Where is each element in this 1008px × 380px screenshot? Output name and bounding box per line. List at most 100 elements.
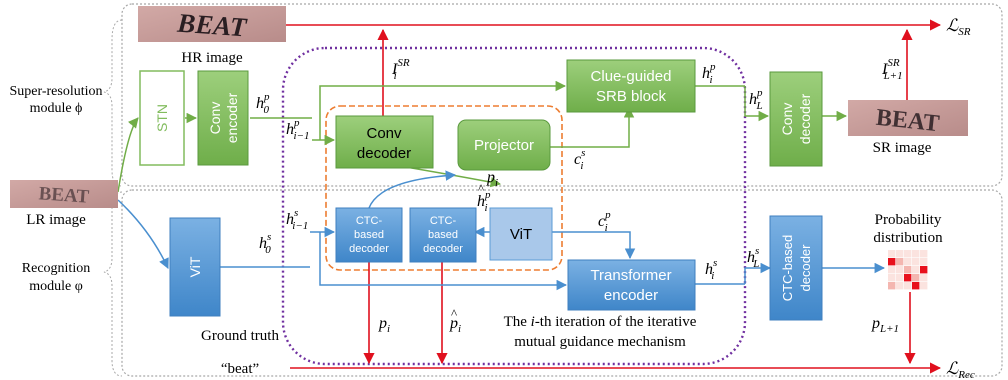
- iteration-box: [281, 46, 747, 366]
- arrow-lr-to-stn: [117, 117, 139, 193]
- ctc1-label-3: decoder: [349, 243, 389, 255]
- heatmap-cell: [888, 250, 896, 258]
- vit-inner-label: ViT: [510, 226, 532, 243]
- heatmap-cell: [896, 282, 904, 290]
- arrow-h-to-transformer: [319, 232, 568, 291]
- hr-image: BEAT: [138, 6, 286, 42]
- lr-image: BEAT: [10, 180, 118, 208]
- heatmap-cell: [912, 266, 920, 274]
- sr-brace: [103, 19, 123, 187]
- clue-srb-block: [566, 59, 696, 113]
- conv-decoder-block: [335, 115, 434, 169]
- super-resolution-label-2: module ϕ: [30, 101, 83, 116]
- transformer-label-1: Transformer: [590, 267, 671, 284]
- clue-srb-label-2: SRB block: [596, 88, 667, 105]
- sr-image: BEAT: [848, 100, 968, 137]
- ctc2-label-1: CTC-: [430, 215, 457, 227]
- ctc1-label-1: CTC-: [356, 215, 383, 227]
- projector-block: [457, 119, 551, 171]
- math-pi-inner: pi: [486, 169, 498, 189]
- hat-h: ^: [478, 181, 484, 196]
- arrow-projector-to-srb: [550, 106, 635, 148]
- math-pi-bottom: pi: [378, 315, 390, 335]
- conv-encoder-block: [197, 70, 249, 166]
- hat-p: ^: [451, 306, 457, 321]
- arrow-h-to-srb: [319, 80, 567, 140]
- ctc-right-label-1: CTC-based: [780, 235, 795, 301]
- conv-decoder-label-1: Conv: [366, 125, 402, 142]
- heatmap-cell: [904, 258, 912, 266]
- math-phat-bottom: pi: [449, 315, 461, 335]
- heatmap-cell: [920, 274, 928, 282]
- svg-text:BEAT: BEAT: [175, 8, 248, 43]
- super-resolution-panel: [121, 3, 1003, 187]
- ctc-decoder-2-block: [409, 207, 477, 263]
- lr-image-label: LR image: [26, 212, 86, 228]
- vit-left-label: ViT: [187, 256, 203, 277]
- projector-label: Projector: [474, 137, 534, 154]
- hr-image-label: HR image: [181, 50, 243, 66]
- arrow-to-ctc-right: [744, 262, 772, 284]
- ground-truth-label: Ground truth: [201, 328, 279, 344]
- heatmap-cell: [896, 250, 904, 258]
- transformer-label-2: encoder: [604, 287, 658, 304]
- heatmap-cell: [888, 274, 896, 282]
- arrow-vit-to-transformer: [552, 231, 636, 260]
- iteration-caption: The i-th iteration of the iterative: [504, 314, 697, 330]
- loss-sr: ℒSR: [946, 16, 971, 38]
- sr-image-label: SR image: [873, 140, 932, 156]
- heatmap-cell: [912, 282, 920, 290]
- ctc-right-label-2: decoder: [798, 244, 813, 292]
- probability-label-1: Probability: [875, 212, 942, 228]
- heatmap-cell: [912, 274, 920, 282]
- heatmap-cell: [912, 258, 920, 266]
- loss-rec: ℒRec: [946, 359, 975, 380]
- ctc1-label-2: based: [354, 229, 384, 241]
- ctc-decoder-right-block: [769, 215, 823, 321]
- arrow-lr-to-vit: [117, 199, 169, 269]
- ctc-decoder-1-block: [335, 207, 403, 263]
- probability-label-2: distribution: [873, 230, 943, 246]
- probability-heatmap: [888, 250, 928, 290]
- transformer-encoder-block: [567, 259, 696, 311]
- conv-decoder-right-block: [769, 71, 823, 167]
- conv-encoder-label-1: Conv: [207, 102, 223, 135]
- iteration-caption-2: mutual guidance mechanism: [514, 334, 686, 350]
- recognition-label: Recognition: [22, 261, 90, 276]
- ctc2-label-2: based: [428, 229, 458, 241]
- vit-left-block: [169, 217, 221, 317]
- arrow-ctc1-to-projector: [368, 170, 457, 209]
- math-pl1: pL+1: [871, 315, 899, 335]
- ctc2-label-3: decoder: [423, 243, 463, 255]
- heatmap-cell: [904, 282, 912, 290]
- heatmap-cell: [920, 266, 928, 274]
- vit-inner-block: [489, 207, 553, 261]
- conv-decoder-right-label-1: Conv: [779, 103, 795, 136]
- rec-brace: [103, 191, 123, 377]
- heatmap-cell: [912, 250, 920, 258]
- super-resolution-label: Super-resolution: [9, 84, 102, 99]
- conv-decoder-label-2: decoder: [357, 145, 411, 162]
- ground-truth-value: “beat”: [221, 361, 259, 377]
- heatmap-cell: [920, 282, 928, 290]
- heatmap-cell: [896, 266, 904, 274]
- heatmap-cell: [920, 250, 928, 258]
- recognition-label-2: module φ: [29, 279, 83, 294]
- svg-text:BEAT: BEAT: [38, 183, 90, 207]
- heatmap-cell: [904, 274, 912, 282]
- mutual-guidance-box: [325, 105, 563, 271]
- stn-label: STN: [154, 104, 170, 132]
